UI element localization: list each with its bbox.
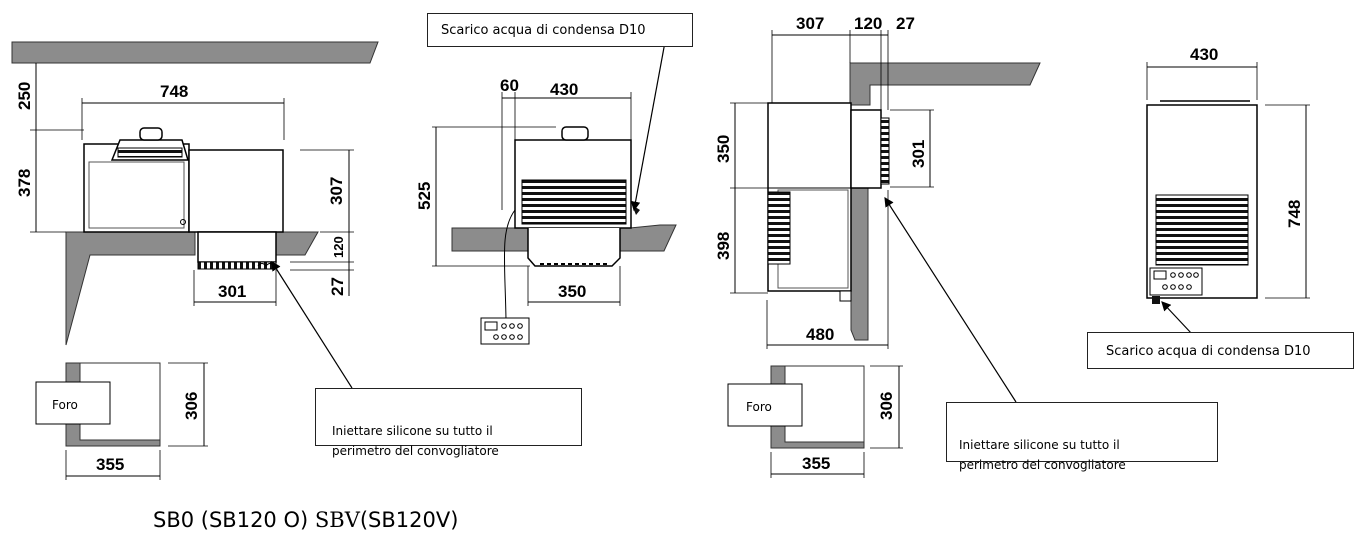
model-caption: SB0 (SB120 O) SBV(SB120V) [153, 508, 458, 532]
dim-v1-378: 378 [15, 169, 34, 197]
dim-v3-398: 398 [714, 232, 733, 260]
dim-v2-430: 430 [550, 80, 578, 99]
dim-v4-430: 430 [1190, 45, 1218, 64]
silicone-callout-right-text: Iniettare silicone su tutto il perimetro… [959, 438, 1126, 472]
dim-v2-60: 60 [500, 76, 519, 95]
dim-v4-748: 748 [1285, 200, 1304, 228]
silicone-callout-left: Iniettare silicone su tutto il perimetro… [315, 388, 582, 458]
dim-v3-27: 27 [896, 14, 915, 33]
silicone-callout-right: Iniettare silicone su tutto il perimetro… [946, 402, 1218, 472]
drain-callout-top: Scarico acqua di condensa D10 [427, 13, 693, 47]
dim-v3-307: 307 [796, 14, 824, 33]
dim-v1-120: 120 [331, 236, 346, 258]
dim-v1-250: 250 [15, 82, 34, 110]
dim-v1-306: 306 [182, 392, 201, 420]
dim-v3-350: 350 [714, 135, 733, 163]
view-2-front: 60 430 525 350 [415, 41, 677, 345]
dim-v1-748: 748 [160, 82, 188, 101]
caption-model-sb0: SB0 (SB120 O) [153, 508, 309, 532]
view-1-side: 748 250 378 307 120 27 301 306 355 [11, 41, 379, 480]
hole-label-right: Foro [746, 400, 772, 414]
hole-label-left: Foro [52, 398, 78, 412]
dim-v3-301: 301 [909, 140, 928, 168]
drain-callout-right-text: Scarico acqua di condensa D10 [1106, 344, 1311, 359]
drain-callout-top-text: Scarico acqua di condensa D10 [441, 23, 646, 38]
view-3-section: 307 120 27 350 301 398 480 306 355 [714, 14, 1041, 478]
caption-model-sb120v: (SB120V) [359, 508, 459, 532]
dim-v1-301: 301 [218, 282, 246, 301]
dim-v1-307: 307 [327, 177, 346, 205]
dim-v2-525: 525 [415, 182, 434, 210]
dim-v1-355: 355 [96, 455, 124, 474]
view-4-elevation: 430 748 [1146, 45, 1310, 335]
dim-v3-480: 480 [806, 325, 834, 344]
dim-v3-355: 355 [802, 454, 830, 473]
caption-model-sbv: SBV [314, 508, 360, 532]
dim-v3-306: 306 [877, 392, 896, 420]
silicone-callout-left-text: Iniettare silicone su tutto il perimetro… [332, 424, 499, 458]
drain-callout-right: Scarico acqua di condensa D10 [1087, 332, 1354, 369]
dim-v1-27: 27 [328, 277, 347, 296]
dim-v3-120: 120 [854, 14, 882, 33]
dim-v2-350: 350 [558, 282, 586, 301]
